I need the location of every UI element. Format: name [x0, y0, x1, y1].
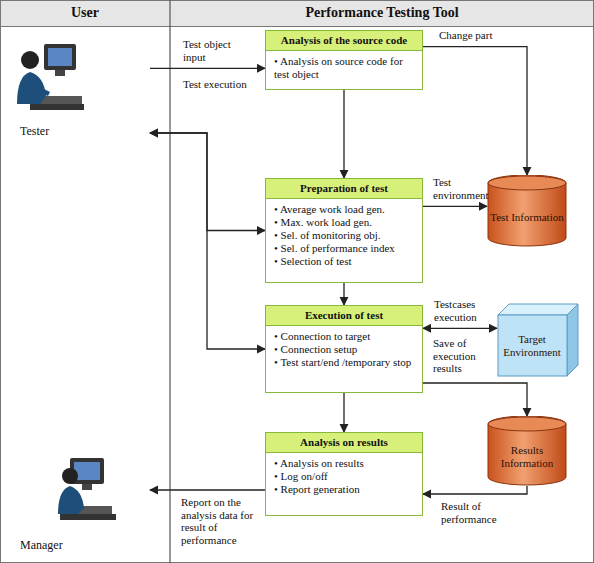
actor-label: Tester	[20, 124, 150, 139]
manager-actor: Manager	[8, 448, 150, 556]
bullet-item: • Average work load gen.	[266, 199, 422, 216]
database-cylinder: Results Information	[487, 416, 567, 486]
connector-arrow	[343, 393, 344, 432]
process-box: Preparation of test• Average work load g…	[265, 178, 423, 283]
bullet-item: • Connection to target	[266, 326, 422, 343]
tester-icon	[17, 44, 84, 110]
environment-cube: Target Environment	[497, 303, 579, 377]
process-box: Analysis on results• Analysis on results…	[265, 432, 423, 516]
edge-label: Change part	[438, 29, 520, 42]
edge-label: Test execution	[182, 78, 264, 91]
box-heading: Analysis of the source code	[266, 31, 422, 51]
edge-label: Test object input	[182, 38, 254, 63]
connector-arrow	[150, 133, 265, 349]
box-heading: Preparation of test	[266, 179, 422, 199]
edge-label: Report on the analysis data for result o…	[180, 496, 262, 547]
tester-actor: Tester	[8, 36, 150, 142]
box-heading: Execution of test	[266, 306, 422, 326]
manager-icon	[58, 458, 116, 520]
process-box: Analysis of the source code• Analysis on…	[265, 30, 423, 90]
store-label: Results Information	[487, 444, 567, 469]
database-cylinder: Test Information	[487, 175, 567, 247]
edge-label: Save of execution results	[432, 337, 496, 375]
actor-label: Manager	[20, 538, 150, 553]
store-label: Target Environment	[497, 333, 567, 358]
connector-arrow	[423, 47, 527, 175]
store-label: Test Information	[490, 211, 563, 224]
connector-arrow	[423, 328, 497, 329]
bullet-item: • Test start/end /temporary stop	[266, 356, 422, 369]
bullet-item: • Log on/off	[266, 470, 422, 483]
bullet-item: • Analysis on source code for test objec…	[266, 51, 422, 81]
bullet-item: • Selection of test	[266, 255, 422, 268]
connector-arrow	[423, 486, 527, 494]
box-heading: Analysis on results	[266, 433, 422, 453]
header-band	[1, 1, 594, 27]
edge-label: Result of performance	[440, 500, 522, 525]
connector-arrow	[150, 68, 265, 69]
bullet-item: • Sel. of monitoring obj.	[266, 229, 422, 242]
bullet-item: • Analysis on results	[266, 453, 422, 470]
bullet-item: • Sel. of performance index	[266, 242, 422, 255]
connector-arrow	[343, 283, 344, 305]
lane-heading: Performance Testing Tool	[170, 5, 594, 21]
lane-divider	[169, 0, 170, 563]
process-box: Execution of test• Connection to target•…	[265, 305, 423, 393]
connector-arrow	[423, 206, 487, 207]
edge-label: Testcases execution	[433, 298, 495, 323]
lane-heading: User	[0, 5, 170, 21]
connector-arrow	[150, 489, 265, 490]
edge-label: Test environment	[432, 176, 486, 201]
bullet-item: • Connection setup	[266, 343, 422, 356]
bullet-item: • Max. work load gen.	[266, 216, 422, 229]
connector-arrow	[343, 90, 344, 178]
bullet-item: • Report generation	[266, 483, 422, 496]
connector-arrow	[423, 383, 527, 416]
